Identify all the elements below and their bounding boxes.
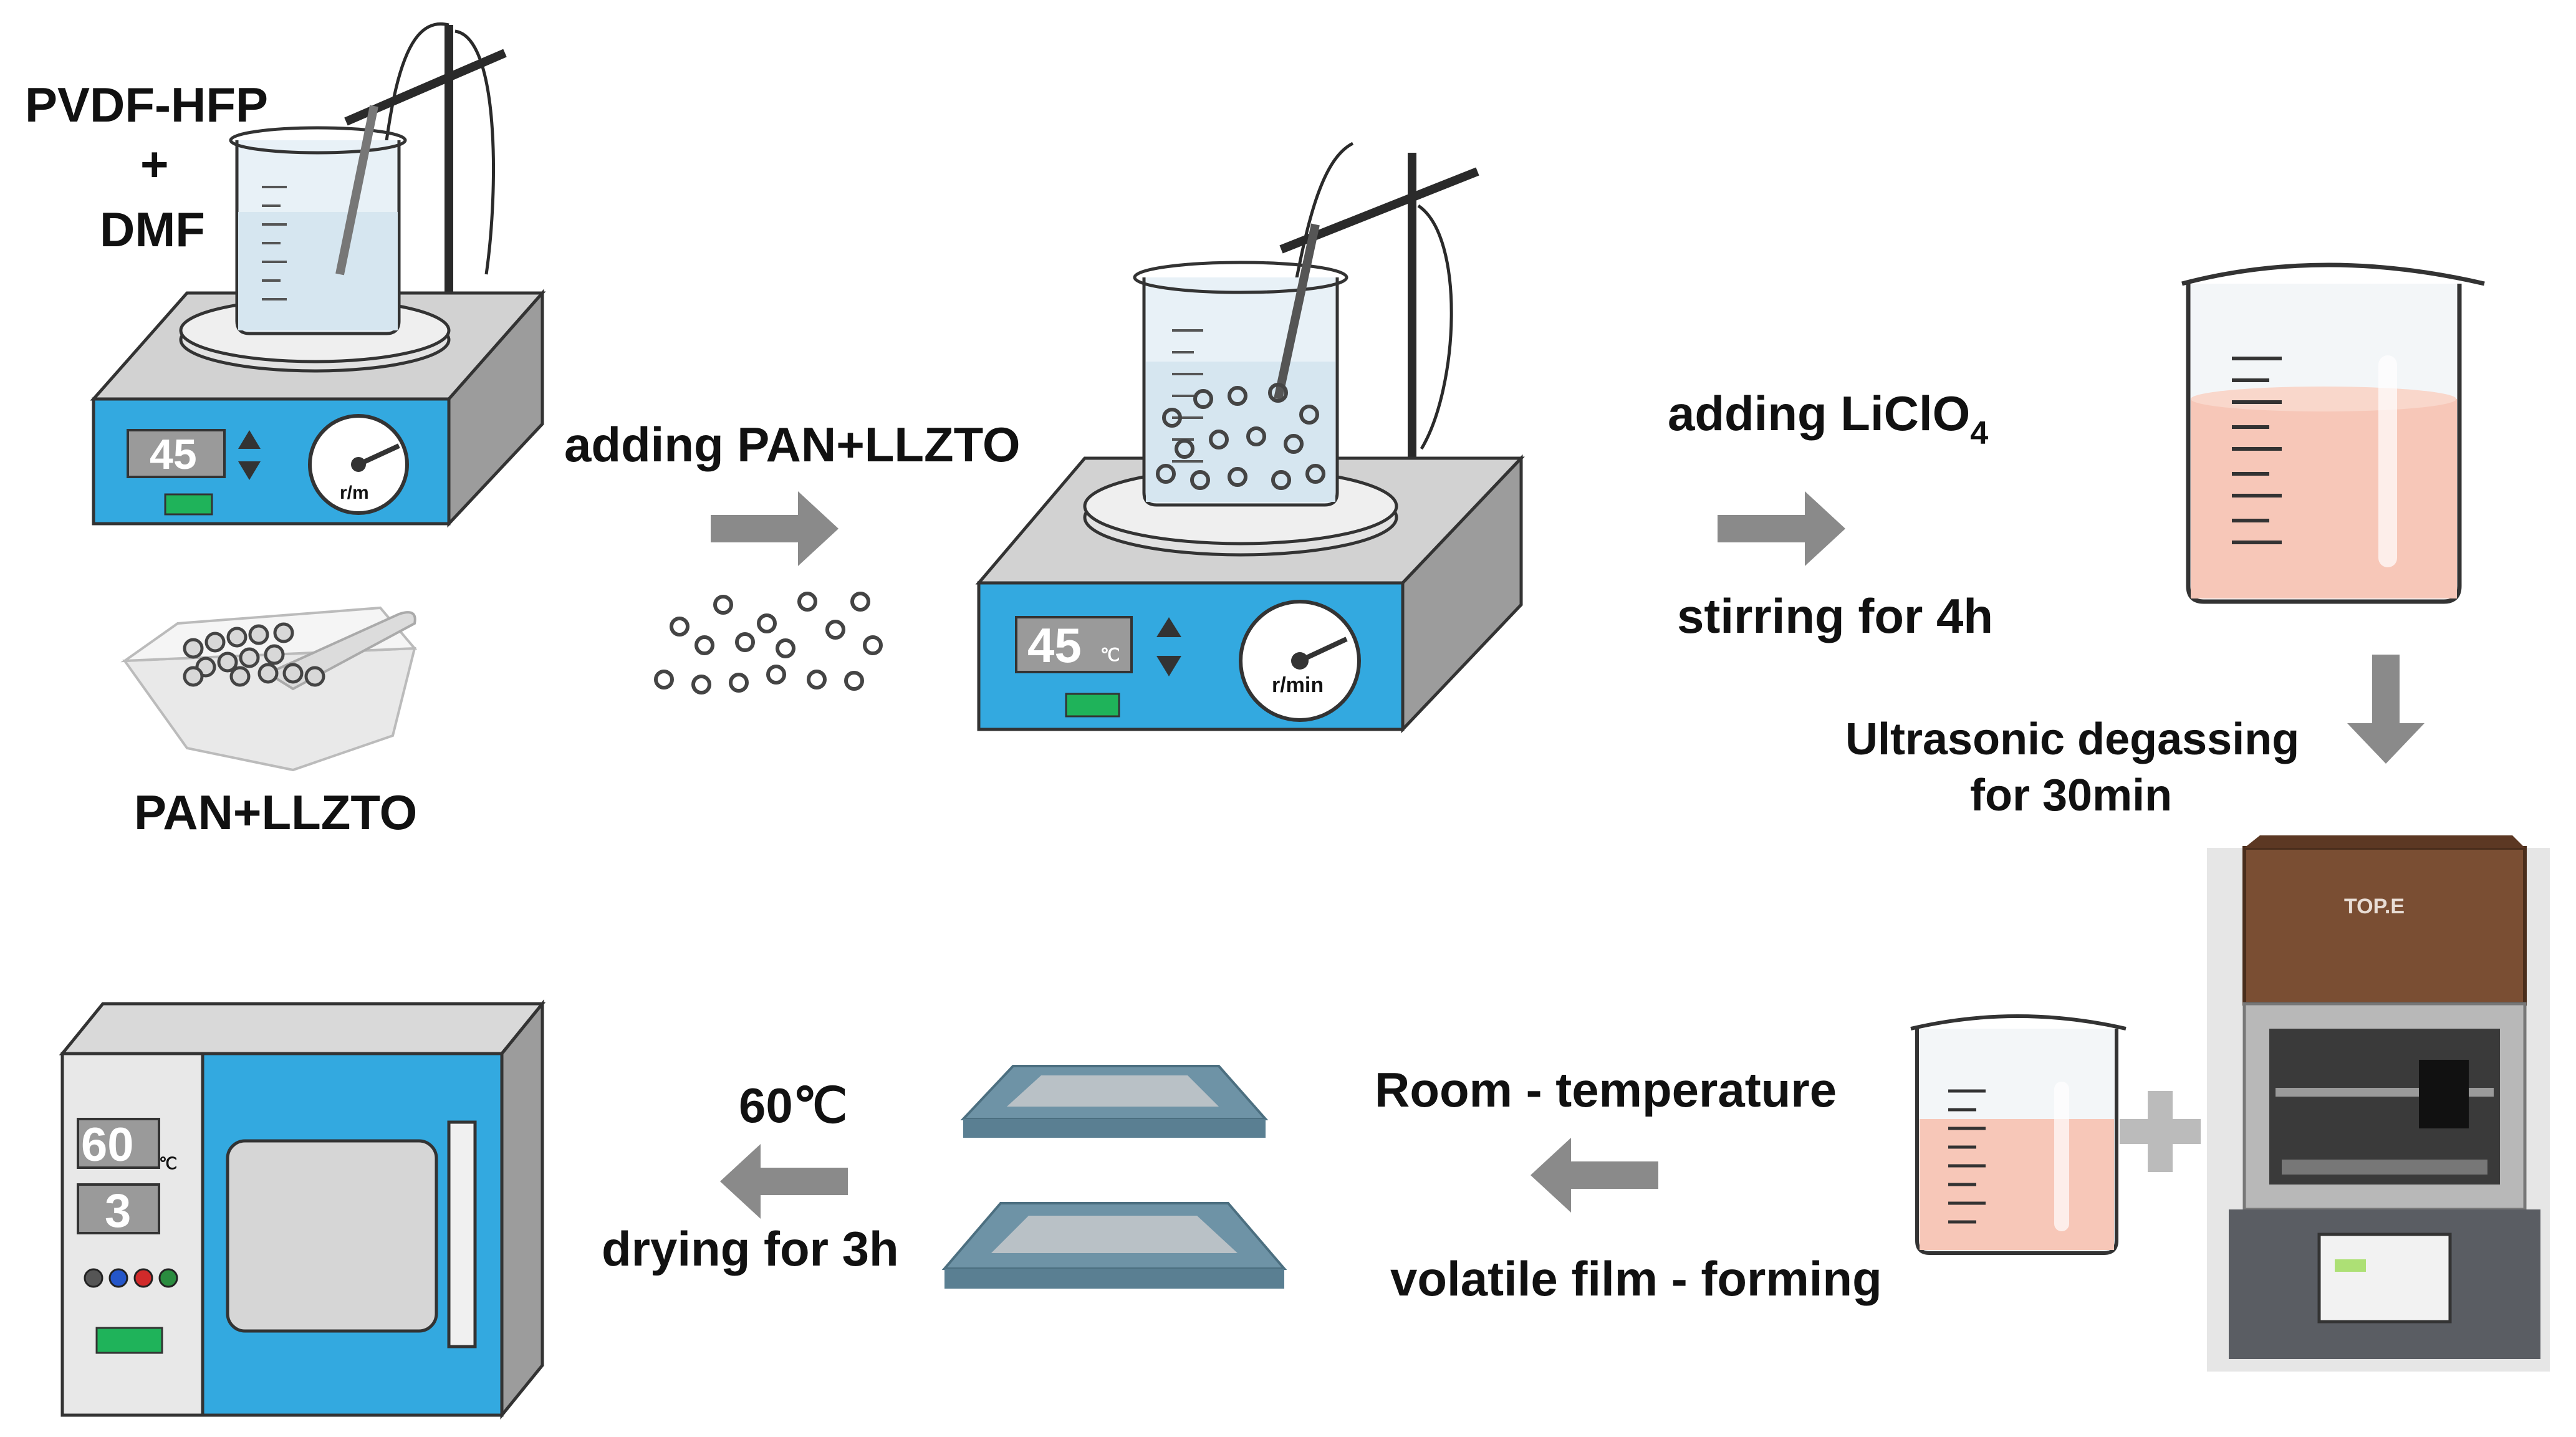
flow-arrow-icon — [720, 1144, 848, 1219]
solvent-label-top: PVDF-HFP — [25, 77, 268, 132]
step4-label-line1: Room - temperature — [1375, 1062, 1837, 1117]
film-substrate-icon — [960, 1065, 1269, 1138]
step5-label-time: drying for 3h — [602, 1221, 899, 1276]
drying-oven-icon: 60 ℃ 3 — [59, 999, 546, 1420]
film-coater-icon: TOP.E — [2207, 835, 2550, 1372]
stirrer2-dial-label: r/min — [1272, 673, 1324, 697]
stirrer2-display: 45 — [1027, 618, 1082, 673]
particles — [654, 592, 883, 694]
printer-logo: TOP.E — [2344, 895, 2405, 918]
flow-arrow-icon — [1531, 1138, 1658, 1213]
beaker-icon — [1910, 1014, 2127, 1255]
step2-label-a: adding LiClO4 — [1668, 386, 1988, 451]
flow-arrow-icon — [711, 491, 839, 566]
stirrer1-dial-label: r/m — [340, 483, 369, 503]
mortar-icon — [120, 606, 418, 772]
step3-label-line2: for 30min — [1970, 771, 2172, 820]
step2-label-b: stirring for 4h — [1677, 589, 1993, 643]
plus-icon — [2120, 1091, 2201, 1172]
oven-temp-display: 60 — [81, 1118, 134, 1171]
step1-label: adding PAN+LLZTO — [564, 417, 1021, 472]
solvent-label-bottom: DMF — [100, 202, 205, 257]
mortar-label: PAN+LLZTO — [134, 785, 417, 840]
step4-label-line2: volatile film - forming — [1390, 1251, 1882, 1306]
flow-arrow-icon — [1718, 491, 1845, 566]
solvent-label-plus: + — [140, 137, 169, 191]
stirrer1-display: 45 — [150, 431, 197, 478]
flow-arrow-icon — [2347, 655, 2425, 764]
beaker-icon — [1133, 223, 1348, 507]
step3-label-line1: Ultrasonic degassing — [1845, 714, 2299, 764]
film-substrate-icon — [941, 1202, 1287, 1289]
oven-time-display: 3 — [105, 1185, 131, 1238]
beaker-icon — [229, 105, 407, 335]
oven-temp-unit: ℃ — [159, 1154, 177, 1173]
step5-label-temp: 60℃ — [739, 1078, 847, 1133]
beaker-icon — [2181, 262, 2485, 604]
stirrer2-unit: ℃ — [1100, 645, 1120, 665]
